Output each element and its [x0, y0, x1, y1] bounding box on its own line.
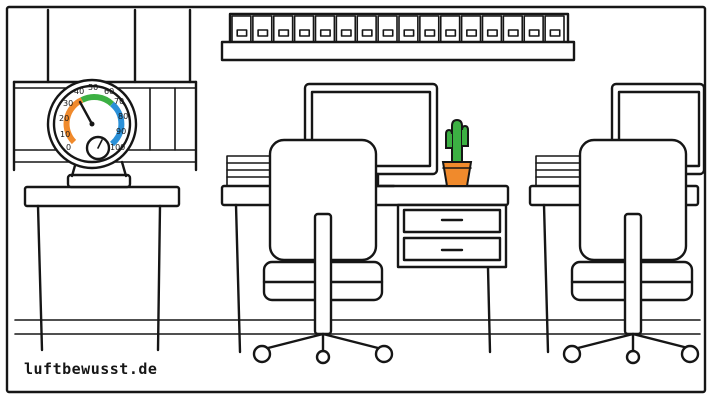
binder-label — [361, 29, 373, 37]
cactus-plant — [441, 118, 473, 187]
side-table — [23, 185, 181, 352]
binder-label — [236, 29, 248, 37]
binder-label — [403, 29, 415, 37]
binder-spine — [356, 15, 377, 43]
wall-lines — [14, 319, 701, 335]
binder-label — [486, 29, 498, 37]
binder-label — [257, 29, 269, 37]
binder-spine — [335, 15, 357, 43]
tick-30: 30 — [63, 99, 73, 108]
center-chair — [252, 138, 394, 365]
binder-label — [319, 29, 331, 37]
tick-50: 50 — [88, 83, 98, 92]
binder-spine — [419, 15, 440, 43]
tick-90: 90 — [116, 127, 126, 136]
binder-label — [445, 29, 457, 37]
binder-row — [231, 15, 565, 43]
binder-label — [299, 29, 311, 37]
binder-spine — [523, 15, 544, 43]
binder-spine — [481, 15, 503, 43]
binder-label — [466, 29, 478, 37]
binder-spine — [314, 15, 336, 43]
binder-spine — [377, 15, 398, 43]
binder-label — [382, 29, 394, 37]
gauge-needle — [78, 100, 94, 126]
tick-60: 60 — [104, 87, 114, 96]
binder-spine — [502, 15, 524, 43]
tick-70: 70 — [114, 97, 124, 106]
gauge-ticks: 0 10 20 30 40 50 60 70 80 90 100 — [59, 83, 128, 152]
binder-spine — [272, 15, 294, 43]
tick-0: 0 — [66, 143, 71, 152]
tick-20: 20 — [59, 114, 69, 123]
frame-border — [5, 5, 707, 394]
gauge-ok-arc — [80, 93, 115, 107]
binder-label — [549, 29, 561, 37]
hygrometer: 0 10 20 30 40 50 60 70 80 90 100 — [46, 78, 138, 189]
binder-label — [528, 29, 540, 37]
tick-10: 10 — [60, 130, 70, 139]
binder-spine — [398, 15, 419, 43]
binder-spine — [252, 15, 273, 43]
binder-spine — [544, 15, 565, 43]
binder-label — [340, 29, 352, 37]
tick-100: 100 — [110, 143, 125, 152]
watermark-label: luftbewusst.de — [24, 360, 158, 378]
binder-label — [278, 29, 290, 37]
tick-80: 80 — [118, 112, 128, 121]
gauge-dry-arc — [63, 97, 84, 145]
binder-label — [507, 29, 519, 37]
tick-40: 40 — [74, 87, 84, 96]
binder-spine — [293, 15, 315, 43]
binder-spine — [439, 15, 461, 43]
binder-spine — [460, 15, 482, 43]
gauge-humid-arc — [109, 101, 125, 147]
bookshelf — [220, 12, 576, 62]
binder-label — [424, 29, 436, 37]
right-chair — [562, 138, 700, 365]
binder-spine — [231, 15, 252, 43]
